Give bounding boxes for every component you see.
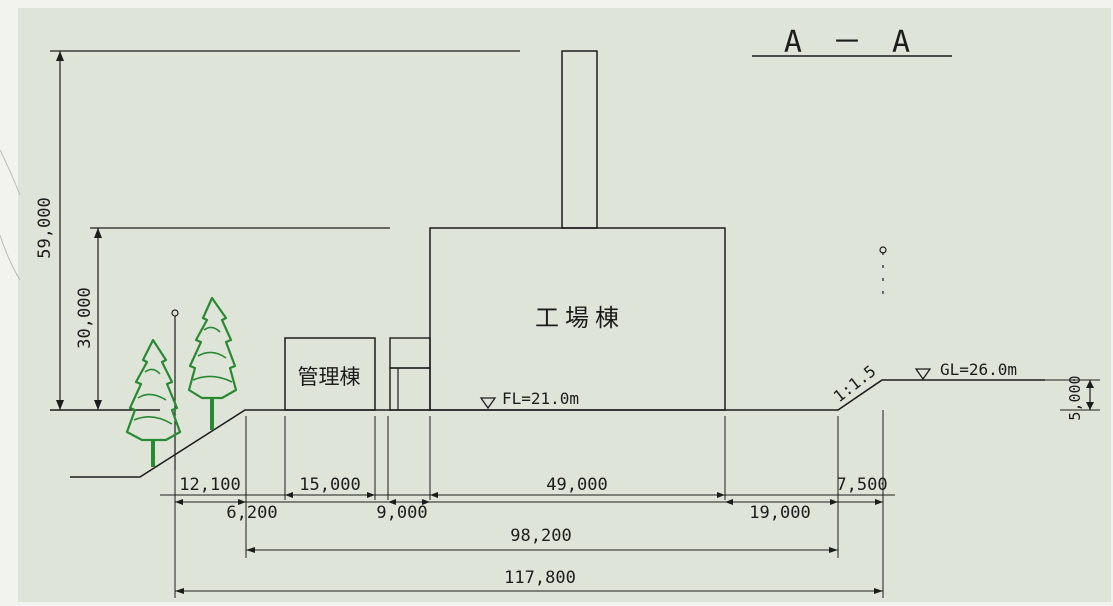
fl-level-label: FL=21.0m <box>502 389 579 408</box>
corridor-lower <box>389 367 431 411</box>
dim-label-19000: 19,000 <box>749 503 810 523</box>
paper-background <box>18 8 1111 602</box>
admin-building <box>284 337 376 411</box>
dim-arrow <box>430 492 438 498</box>
tree-right-texture <box>192 326 233 383</box>
dim-arrow <box>1086 380 1094 388</box>
dim-arrow <box>1086 402 1094 410</box>
dim-label-6200: 6,200 <box>226 503 277 523</box>
dim-arrow <box>94 400 102 410</box>
dim-arrow <box>246 547 255 553</box>
dim-label-49000: 49,000 <box>546 475 607 495</box>
dim-arrow <box>94 228 102 238</box>
dim-arrow <box>874 588 883 594</box>
factory-building-label: 工場棟 <box>535 304 625 332</box>
dim-arrow <box>829 547 838 553</box>
dim-label-15000: 15,000 <box>299 475 360 495</box>
dim-row-arrows <box>175 492 883 505</box>
dim-arrow <box>422 499 430 505</box>
dim-label-12100: 12,100 <box>179 475 240 495</box>
dim-arrow <box>717 492 725 498</box>
tree-left-texture <box>133 368 173 425</box>
dim-label-59000: 59,000 <box>35 197 55 258</box>
left-pole-top <box>171 309 179 317</box>
dim-arrow <box>285 492 293 498</box>
dim-arrow <box>875 499 883 505</box>
dim-label-5000: 5,000 <box>1066 375 1084 420</box>
dim-label-30000: 30,000 <box>75 287 95 348</box>
fl-level-marker <box>479 397 497 410</box>
dim-label-9000: 9,000 <box>376 503 427 523</box>
dim-label-98200: 98,200 <box>510 526 571 546</box>
admin-building-label: 管理棟 <box>298 365 361 389</box>
dim-arrow <box>56 51 64 61</box>
dim-arrow <box>175 499 183 505</box>
tree-right <box>187 296 238 430</box>
dim-extensions <box>174 410 884 598</box>
dim-arrow <box>388 499 396 505</box>
gl-level-marker <box>914 368 932 381</box>
dim-arrow <box>238 499 246 505</box>
dim-arrow <box>830 499 838 505</box>
background-curve <box>0 149 21 196</box>
dim-arrow <box>367 492 375 498</box>
dim-label-117800: 117,800 <box>504 568 576 588</box>
tree-left <box>125 338 182 467</box>
background-curve <box>0 234 21 281</box>
dim-label-7500: 7,500 <box>836 475 887 495</box>
factory-building <box>429 227 726 411</box>
dim-arrow <box>175 588 184 594</box>
dim-arrow <box>56 400 64 410</box>
gl-level-label: GL=26.0m <box>940 360 1017 379</box>
section-title: A － A <box>784 25 916 60</box>
right-pole-top <box>879 246 887 254</box>
dim-arrow <box>725 499 733 505</box>
